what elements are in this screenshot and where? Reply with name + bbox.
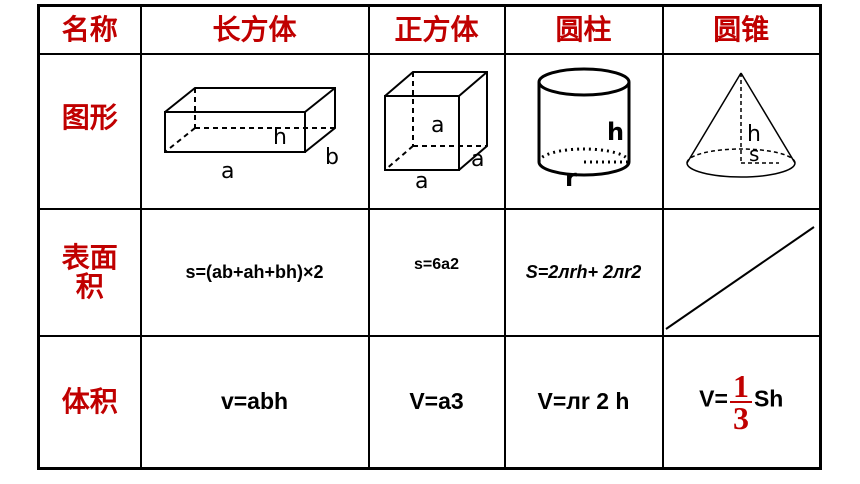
fraction-denominator: 3 [732, 399, 749, 436]
cone-surface-cell [661, 207, 822, 337]
cube-figure-cell: a a a [367, 52, 506, 210]
cuboid-h-label: h [273, 125, 287, 150]
cube-a-side-label: a [471, 147, 484, 172]
cube-volume-cell: V=a3 [367, 334, 506, 470]
diagonal-slash [665, 226, 815, 331]
cone-figure-cell: h s [661, 52, 822, 210]
cylinder-surface-cell: S=2лrh+ 2лr2 [503, 207, 664, 337]
cuboid-surface-cell: s=(ab+ah+bh)×2 [139, 207, 370, 337]
cylinder-figure-cell: h r [503, 52, 664, 210]
cylinder-volume-formula: V=лr 2 h [537, 388, 630, 415]
cube-a-inner-label: a [431, 113, 444, 138]
cuboid-volume-formula: v=abh [220, 388, 289, 415]
surface-row-label: 表面 积 [37, 207, 142, 337]
cube-volume-formula: V=a3 [409, 388, 464, 415]
figure-row-label: 图形 [37, 52, 142, 210]
header-cube: 正方体 [367, 4, 506, 55]
cylinder-surface-formula: S=2лrh+ 2лr2 [525, 261, 642, 282]
cylinder-volume-cell: V=лr 2 h [503, 334, 664, 470]
cube-a-bottom-label: a [415, 169, 428, 192]
header-cylinder: 圆柱 [503, 4, 664, 55]
cone-volume-suffix: Sh [753, 385, 784, 412]
cuboid-a-label: a [221, 159, 234, 184]
header-cone: 圆锥 [661, 4, 822, 55]
cone-volume-prefix: V= [699, 385, 728, 412]
cuboid-figure: h b a [163, 87, 339, 184]
cube-surface-formula: s=6a2 [414, 255, 459, 273]
cone-s-label: s [749, 142, 759, 166]
fraction-numerator: 1 [732, 367, 749, 404]
cylinder-figure: h r [537, 67, 630, 192]
cylinder-r-label: r [565, 164, 577, 192]
cylinder-h-label: h [607, 118, 624, 146]
cube-figure: a a a [383, 71, 488, 194]
cone-figure: h s [686, 72, 796, 179]
figure-row: 图形 h b a [37, 52, 822, 210]
header-cuboid: 长方体 [139, 4, 370, 55]
cuboid-b-label: b [325, 145, 339, 170]
cuboid-volume-cell: v=abh [139, 334, 370, 470]
cube-surface-cell: s=6a2 [367, 207, 506, 337]
volume-row-label: 体积 [37, 334, 142, 470]
cone-h-label: h [747, 122, 761, 147]
header-name: 名称 [37, 4, 142, 55]
surface-row: 表面 积 s=(ab+ah+bh)×2 s=6a2 S=2лrh+ 2лr2 [37, 207, 822, 337]
formula-table: 名称 长方体 正方体 圆柱 圆锥 图形 h b [37, 4, 822, 470]
cuboid-surface-formula: s=(ab+ah+bh)×2 [185, 261, 324, 282]
cuboid-figure-cell: h b a [139, 52, 370, 210]
header-row: 名称 长方体 正方体 圆柱 圆锥 [37, 4, 822, 55]
